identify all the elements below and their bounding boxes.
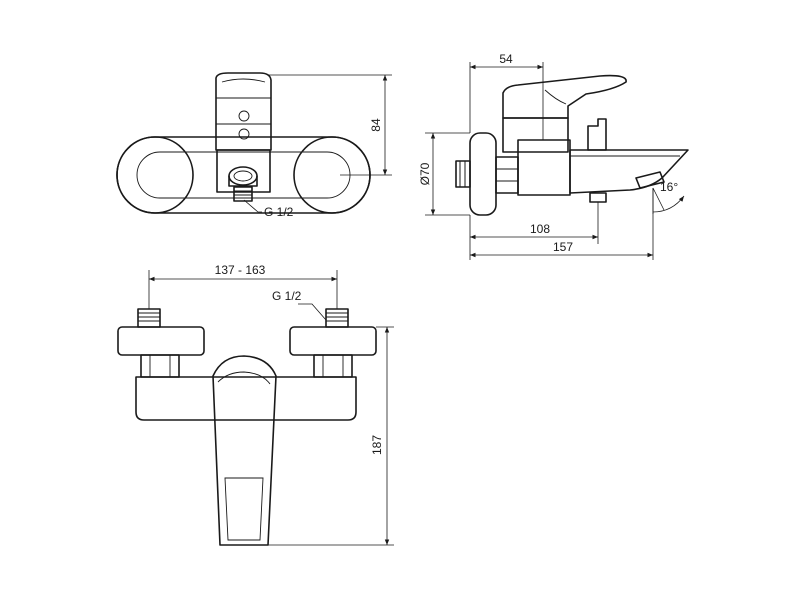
thread-leader [243,199,262,213]
side-inlet-thread [455,160,471,188]
side-lever [502,74,627,119]
length-dimension-label: 187 [370,435,384,455]
side-wall-plate [469,132,497,216]
top-thread-leader [298,303,327,321]
top-right-nut [313,354,353,378]
spout-dimension-label: 157 [553,240,573,254]
top-left-thread [137,308,161,328]
top-lever [212,355,277,546]
side-outlet-thread [589,192,607,203]
top-left-nut [140,354,180,378]
front-lever [215,72,272,151]
spout-nozzle-inner [233,170,253,182]
front-thread [233,186,253,202]
outlet-dimension-label: 108 [530,222,550,236]
side-diverter-knob [587,118,607,151]
angle-arc [652,195,685,213]
spout-nozzle [228,166,258,186]
diameter-dimension-label: Ø70 [418,162,432,185]
body-inner-outline [136,151,351,199]
lever-screw-icon [238,110,250,122]
top-lever-grip [224,477,264,541]
side-body [517,139,571,196]
lever-top-curve [221,78,266,83]
side-view: 54 Ø70 108 157 16° [418,52,689,260]
top-lever-inner-curve [217,371,271,385]
front-thread-label: G 1/2 [264,205,294,219]
top-thread-label: G 1/2 [272,289,302,303]
side-lever-crease [544,89,567,105]
top-body [135,376,357,421]
lever-button-icon [238,128,250,140]
top-right-thread [325,308,349,328]
side-aerator [635,171,665,189]
side-cartridge [502,117,569,153]
side-nut [495,156,519,194]
height-dimension-label: 84 [369,118,383,132]
spout-neck [228,175,258,187]
centers-dimension-label: 137 - 163 [215,263,266,277]
mixer-body [116,136,371,214]
top-view: 137 - 163 G 1/2 187 [117,263,394,546]
depth-dimension-label: 54 [499,52,513,66]
top-left-escutcheon [117,326,205,356]
top-right-escutcheon [289,326,377,356]
front-view: 84 G 1/2 [116,72,392,219]
angle-dimension-label: 16° [660,180,678,194]
